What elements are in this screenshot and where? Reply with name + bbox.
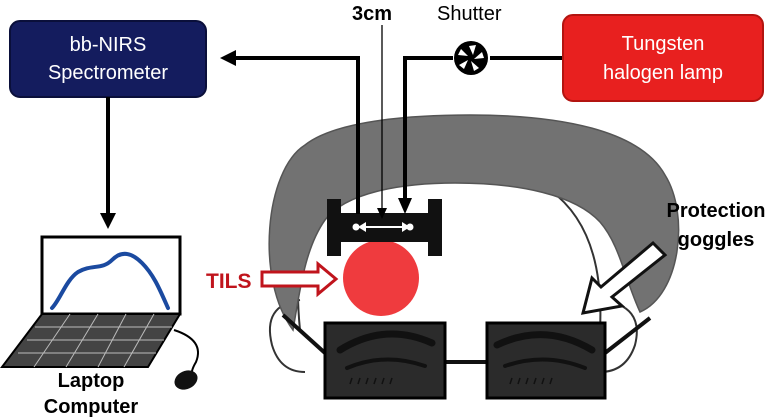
lamp-label-line1: Tungsten — [622, 33, 705, 55]
goggles-label-line2: goggles — [678, 229, 755, 251]
eye-left — [345, 357, 427, 370]
laptop-label-line2: Computer — [44, 396, 139, 418]
laptop-label-line1: Laptop — [58, 370, 125, 392]
probe-dot-left — [352, 223, 360, 231]
source-fibre-line — [403, 56, 563, 200]
laptop-keys — [18, 313, 172, 368]
aperture-icon — [454, 41, 488, 75]
eye-right — [503, 357, 587, 370]
source-fibre-arrowhead — [398, 198, 412, 214]
tils-label: TILS — [206, 270, 252, 293]
eyebrow-left — [336, 330, 436, 354]
separation-label: 3cm — [352, 3, 392, 25]
spectrometer-label-line1: bb-NIRS — [70, 34, 147, 56]
spectrometer-label-line2: Spectrometer — [48, 62, 168, 84]
separation-arrowhead-right — [402, 222, 410, 232]
goggle-strap-left — [281, 313, 327, 355]
probe-holder-left-cap — [327, 199, 341, 256]
laptop-plot-curve — [50, 251, 170, 310]
data-link-arrowhead — [100, 213, 116, 229]
mouse-body — [174, 370, 198, 390]
goggles-pointer-arrow — [580, 240, 668, 315]
goggles-label-line1: Protection — [667, 200, 766, 222]
laptop-icon — [0, 235, 182, 368]
detector-fibre-arrowhead — [220, 50, 236, 66]
lamp-label-line2: halogen lamp — [603, 62, 723, 84]
separation-pointer-head — [377, 208, 387, 219]
goggles-icon — [281, 313, 652, 400]
laptop-screen — [40, 235, 182, 316]
lamp-box: Tungsten halogen lamp — [562, 14, 764, 102]
hair — [268, 114, 680, 332]
shutter-label: Shutter — [437, 3, 502, 25]
probe-holder-right-cap — [428, 199, 442, 256]
spectrometer-box: bb-NIRS Spectrometer — [9, 20, 207, 98]
tils-spot — [343, 240, 419, 316]
lashes-left — [349, 377, 393, 385]
probe-holder-icon — [327, 199, 442, 256]
detector-fibre-line — [232, 56, 360, 214]
eyebrow-right — [493, 331, 596, 354]
separation-arrowhead-left — [358, 222, 366, 232]
goggle-strap-right — [603, 316, 652, 355]
mouse-icon — [173, 329, 199, 390]
probe-dot-right — [406, 223, 414, 231]
lashes-right — [509, 377, 553, 385]
tils-arrow — [260, 260, 339, 298]
